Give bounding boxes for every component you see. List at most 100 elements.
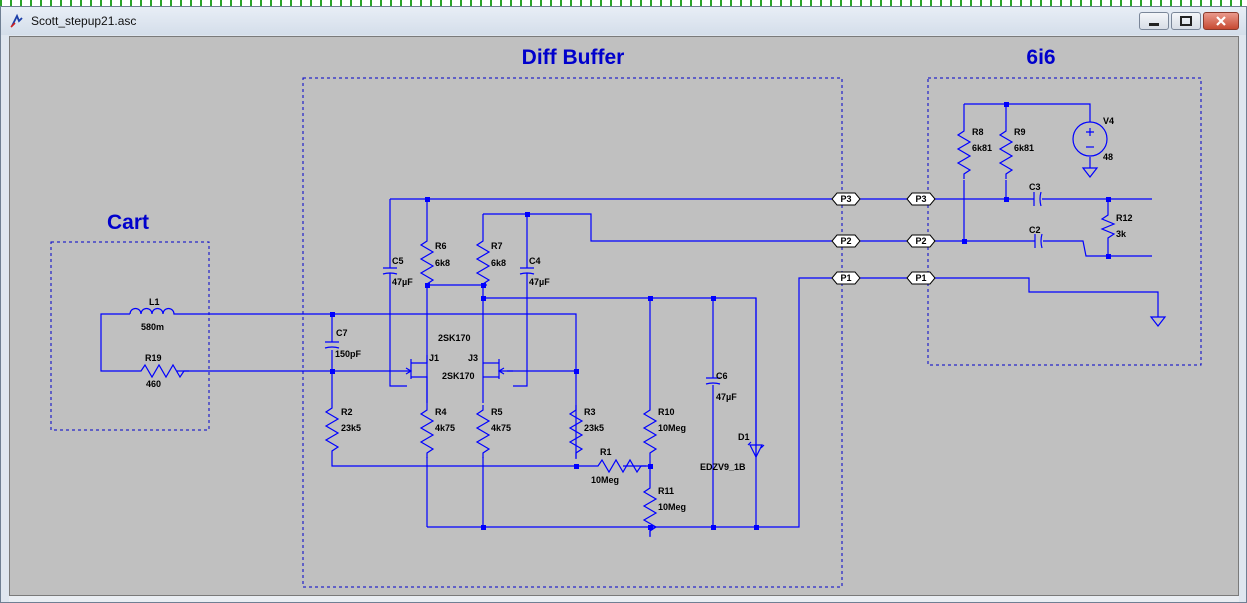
port-label: P3 [840, 194, 851, 204]
port-P3-left[interactable] [831, 192, 861, 206]
ground-symbol [1149, 316, 1167, 327]
port-label: P2 [915, 236, 926, 246]
capacitor-C5[interactable] [382, 267, 398, 275]
voltage-source-V4[interactable] [1072, 121, 1108, 157]
resistor-R7[interactable] [476, 235, 490, 290]
component-value: 460 [146, 379, 161, 389]
component-value: 6k81 [1014, 143, 1034, 153]
component-value: 3k [1116, 229, 1127, 239]
resistor-R10[interactable] [643, 404, 657, 459]
component-value: 4k75 [435, 423, 455, 433]
component-value: 10Meg [658, 502, 686, 512]
component-ref: R6 [435, 241, 447, 251]
component-value: 47µF [392, 277, 413, 287]
cart-block-box [50, 241, 210, 431]
maximize-icon [1180, 16, 1192, 26]
ltspice-app-icon [10, 13, 23, 28]
resistor-R2[interactable] [325, 402, 339, 457]
port-P3-right[interactable] [906, 192, 936, 206]
jfet-J1[interactable] [405, 367, 413, 375]
component-value: 4k75 [491, 423, 511, 433]
component-ref: C5 [392, 256, 404, 266]
component-ref: C4 [529, 256, 541, 266]
component-ref: C3 [1029, 182, 1041, 192]
component-value: 48 [1103, 152, 1113, 162]
component-value: 2SK170 [442, 371, 475, 381]
component-ref: R2 [341, 407, 353, 417]
port-P1-left[interactable] [831, 271, 861, 285]
capacitor-C4[interactable] [519, 267, 535, 275]
schematic-window: Scott_stepup21.asc Cart Diff Buffer 6i [0, 6, 1247, 603]
component-value: 23k5 [341, 423, 361, 433]
capacitor-C7[interactable] [324, 341, 340, 349]
resistor-R8[interactable] [957, 125, 971, 180]
minimize-button[interactable] [1139, 12, 1169, 30]
resistor-R6[interactable] [420, 235, 434, 290]
component-ref: R7 [491, 241, 503, 251]
ground-symbol [1081, 167, 1099, 178]
component-ref: L1 [149, 297, 160, 307]
component-value: 10Meg [658, 423, 686, 433]
title-bar[interactable]: Scott_stepup21.asc [1, 7, 1246, 35]
component-ref: D1 [738, 432, 750, 442]
zener-diode-D1[interactable] [747, 298, 765, 459]
close-button[interactable] [1203, 12, 1239, 30]
component-ref: V4 [1103, 116, 1114, 126]
component-value: EDZV9_1B [700, 462, 746, 472]
capacitor-C2[interactable] [1034, 233, 1043, 249]
component-ref: R12 [1116, 213, 1133, 223]
port-P2-left[interactable] [831, 234, 861, 248]
diff-buffer-block-box [302, 77, 843, 588]
component-ref: R19 [145, 353, 162, 363]
port-label: P1 [840, 273, 851, 283]
port-label: P2 [840, 236, 851, 246]
component-value: 2SK170 [438, 333, 471, 343]
component-ref: C7 [336, 328, 348, 338]
component-ref: C6 [716, 371, 728, 381]
capacitor-C3[interactable] [1033, 191, 1042, 207]
schematic-drawing: Cart Diff Buffer 6i6 [50, 46, 1202, 588]
cart-block-title: Cart [107, 211, 149, 234]
component-value: 47µF [529, 277, 550, 287]
capacitor-C6[interactable] [705, 377, 721, 385]
component-ref: J1 [429, 353, 439, 363]
schematic-canvas[interactable]: Cart Diff Buffer 6i6 [9, 36, 1239, 596]
component-ref: J3 [468, 353, 478, 363]
component-value: 23k5 [584, 423, 604, 433]
component-ref: R4 [435, 407, 447, 417]
component-ref: R8 [972, 127, 984, 137]
resistor-R12[interactable] [1100, 211, 1116, 244]
component-ref: R3 [584, 407, 596, 417]
port-label: P3 [915, 194, 926, 204]
resistor-R9[interactable] [999, 125, 1013, 180]
component-value: 6k8 [491, 258, 506, 268]
component-value: 47µF [716, 392, 737, 402]
close-icon [1216, 16, 1226, 26]
horizontal-scrollbar[interactable] [9, 596, 1239, 602]
component-value: 580m [141, 322, 164, 332]
desktop-strip [0, 0, 1247, 6]
component-ref: R11 [658, 486, 674, 496]
port-label: P1 [915, 273, 926, 283]
port-P2-right[interactable] [906, 234, 936, 248]
wires [100, 103, 1159, 537]
inductor-L1[interactable] [129, 307, 177, 315]
component-ref: C2 [1029, 225, 1041, 235]
component-ref: R1 [600, 447, 612, 457]
resistor-R4[interactable] [420, 404, 434, 459]
component-value: 6k81 [972, 143, 992, 153]
maximize-button[interactable] [1171, 12, 1201, 30]
minimize-icon [1149, 23, 1159, 26]
resistor-R5[interactable] [476, 404, 490, 459]
output-block-box [927, 77, 1202, 366]
component-value: 150pF [335, 349, 362, 359]
component-value: 10Meg [591, 475, 619, 485]
diff-buffer-block-title: Diff Buffer [522, 46, 625, 69]
component-ref: R5 [491, 407, 503, 417]
port-P1-right[interactable] [906, 271, 936, 285]
component-ref: R9 [1014, 127, 1026, 137]
jfet-J3[interactable] [497, 367, 513, 375]
window-title: Scott_stepup21.asc [31, 14, 137, 28]
output-block-title: 6i6 [1026, 46, 1055, 69]
component-value: 6k8 [435, 258, 450, 268]
